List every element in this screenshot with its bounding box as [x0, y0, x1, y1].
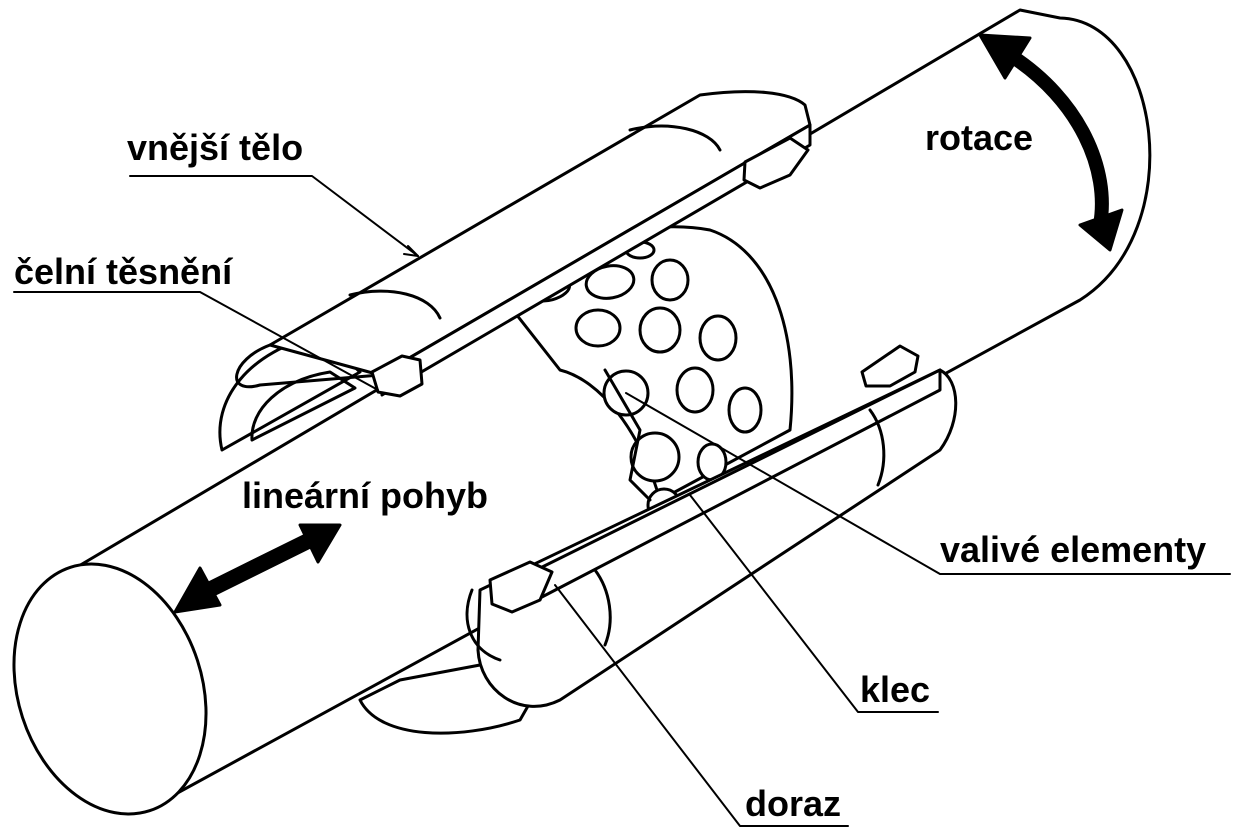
- cage-hole: [650, 258, 690, 302]
- lower-face-ring: [465, 588, 502, 662]
- linear-motion-arrow: [173, 523, 342, 614]
- seal-clip-lower-front: [488, 560, 554, 614]
- cage-hole: [698, 314, 738, 362]
- groove-lower-front: [593, 568, 612, 647]
- outer-body-lower: [465, 344, 958, 708]
- linear-arrow-shaft: [197, 532, 318, 600]
- cage-hole: [638, 306, 682, 354]
- outer-body-front-curve: [235, 343, 382, 389]
- leader-outer-body-tip: [403, 245, 419, 257]
- cage-hole: [584, 264, 636, 300]
- outer-body-upper: [235, 90, 812, 398]
- leader-outer-body: [129, 175, 419, 257]
- leader-rolling-elements: [625, 392, 1231, 575]
- linear-arrow-head-right: [298, 523, 342, 564]
- rotation-arrow-shaft: [1003, 48, 1109, 232]
- groove-front: [348, 289, 442, 320]
- seal-clip-upper-back: [742, 136, 810, 190]
- cage-hole: [675, 366, 715, 414]
- groove-back: [628, 124, 722, 152]
- cage-bridge: [603, 368, 652, 502]
- rotation-arrow-head-bottom: [1078, 208, 1124, 252]
- label-cage: klec: [860, 669, 931, 710]
- label-linear-motion: lineární pohyb: [242, 475, 489, 516]
- cage-hole: [727, 386, 763, 434]
- groove-lower-back: [868, 408, 886, 487]
- label-rotation: rotace: [925, 117, 1034, 158]
- leader-stop: [554, 584, 849, 827]
- cage-hole: [574, 308, 622, 348]
- seal-clip-lower-back: [860, 344, 920, 388]
- label-rolling-elements: valivé elementy: [940, 529, 1207, 570]
- label-stop: doraz: [745, 783, 842, 824]
- outer-body-top-face: [268, 90, 812, 377]
- ball: [629, 431, 681, 483]
- rotation-arrow: [978, 33, 1124, 252]
- outer-body-lower-face: [476, 368, 958, 708]
- leader-lines: [13, 175, 1231, 827]
- label-outer-body: vnější tělo: [127, 127, 304, 168]
- face-seal-inner-ring: [250, 370, 357, 442]
- seal-clip-upper-front: [370, 354, 424, 398]
- label-face-seal: čelní těsnění: [14, 251, 233, 292]
- leader-cage: [689, 494, 939, 713]
- cage-holes: [529, 240, 763, 482]
- rotation-arrow-head-top: [978, 33, 1032, 80]
- linear-arrow-head-left: [173, 566, 222, 614]
- leader-face-seal: [13, 291, 379, 391]
- shaft-end-face: [12, 562, 208, 816]
